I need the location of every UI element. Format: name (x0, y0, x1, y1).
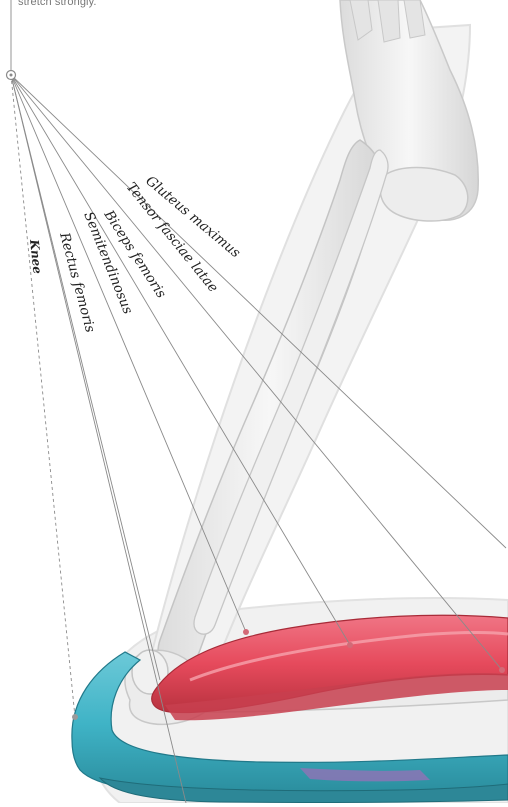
label-knee: Knee (27, 238, 45, 275)
heel-bone (380, 168, 468, 222)
leader-anchor-dot (10, 74, 13, 77)
gluteus-maximus-pointer-dot (499, 667, 505, 673)
biceps-femoris-leader-line (11, 75, 246, 632)
caption-text: stretch strongly. (18, 0, 97, 8)
fibula-bone (194, 150, 388, 634)
toe-bones (350, 0, 425, 42)
biceps-femoris-pointer-dot (347, 642, 353, 648)
semitendinosus-pointer-dot (243, 629, 249, 635)
knee-leader-line (11, 75, 75, 717)
knee-pointer-dot (72, 714, 78, 720)
